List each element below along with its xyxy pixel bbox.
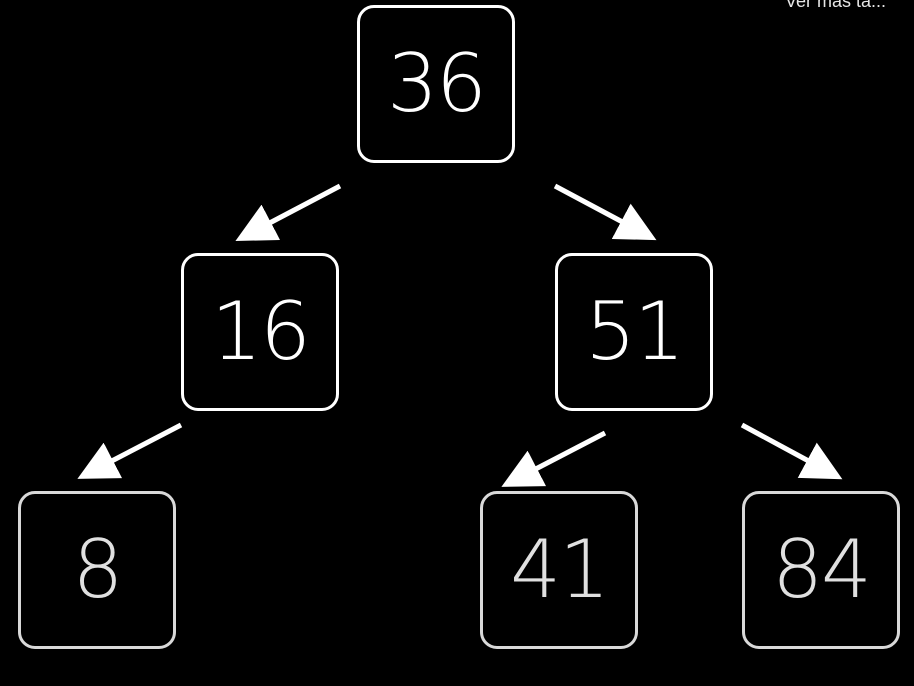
node-value: 8 xyxy=(72,523,124,616)
tree-node-41: 41 xyxy=(480,491,638,649)
tree-node-51: 51 xyxy=(555,253,713,411)
tree-node-8: 8 xyxy=(18,491,176,649)
edge-51-41 xyxy=(501,430,607,487)
overlay-caption[interactable]: Ver más ta... xyxy=(784,0,886,11)
edge-36-16 xyxy=(235,183,342,241)
tree-node-84: 84 xyxy=(742,491,900,649)
node-value: 84 xyxy=(772,523,872,616)
tree-node-16: 16 xyxy=(181,253,339,411)
node-value: 41 xyxy=(510,523,610,616)
edge-16-8 xyxy=(77,422,183,479)
node-value: 51 xyxy=(585,285,685,378)
edge-51-84 xyxy=(740,422,843,480)
node-value: 36 xyxy=(387,37,487,130)
node-value: 16 xyxy=(211,285,311,378)
tree-node-36: 36 xyxy=(357,5,515,163)
edge-36-51 xyxy=(553,183,657,241)
